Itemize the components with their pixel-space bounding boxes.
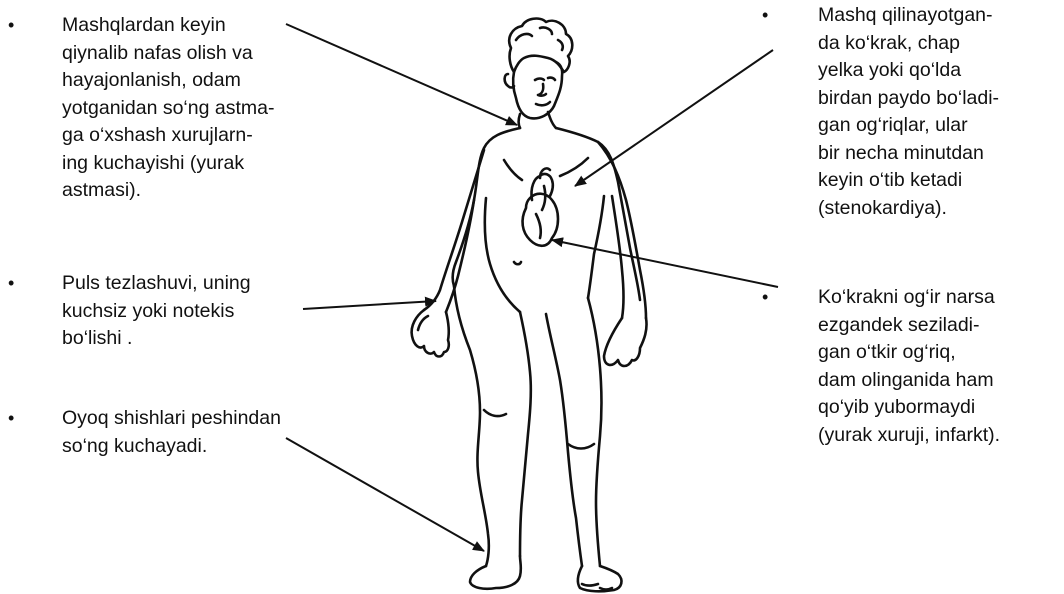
callout-line: yelka yoki qo‘lda <box>818 57 999 85</box>
callout-line: bo‘lishi . <box>62 325 251 353</box>
callout-line: ezgandek seziladi- <box>818 312 1000 340</box>
callout-line: (stenokardiya). <box>818 195 999 223</box>
callout-line: qiynalib nafas olish va <box>62 40 274 68</box>
left-leg <box>454 286 489 566</box>
callout-line: Mashqlardan keyin <box>62 12 274 40</box>
callout-line: bir necha minutdan <box>818 140 999 168</box>
callout-leg-swelling: • Oyoq shishlari peshindan so‘ng kuchaya… <box>8 405 281 460</box>
right-leg <box>546 314 582 566</box>
callout-line: hayajonlanish, odam <box>62 67 274 95</box>
callout-line: Oyoq shishlari peshindan <box>62 405 281 433</box>
pointer-arrow-angina <box>575 50 773 186</box>
callout-line: Mashq qilinayotgan- <box>818 2 999 30</box>
callout-line: (yurak xuruji, infarkt). <box>818 422 1000 450</box>
callout-line: gan o‘tkir og‘riq, <box>818 339 1000 367</box>
callout-line: dam olinganida ham <box>818 367 1000 395</box>
callout-pulse: • Puls tezlashuvi, uning kuchsiz yoki no… <box>8 270 251 353</box>
callout-line: ing kuchayishi (yurak <box>62 150 274 178</box>
callout-line: so‘ng kuchayadi. <box>62 433 281 461</box>
callout-line: ga o‘xshash xurujlarn- <box>62 122 274 150</box>
pointer-arrow-swelling <box>286 438 484 551</box>
right-hand <box>604 318 647 366</box>
callout-line: kuchsiz yoki notekis <box>62 298 251 326</box>
callout-line: yotganidan so‘ng astma- <box>62 95 274 123</box>
callout-line: Ko‘krakni og‘ir narsa <box>818 284 1000 312</box>
callout-line: gan og‘riqlar, ular <box>818 112 999 140</box>
callout-heart-asthma: • Mashqlardan keyin qiynalib nafas olish… <box>8 12 274 205</box>
head-outline <box>513 62 562 118</box>
bullet-glyph: • <box>8 405 14 433</box>
pointer-arrow-infarct <box>552 240 778 287</box>
callout-line: astmasi). <box>62 177 274 205</box>
left-hand <box>412 310 449 357</box>
callout-line: qo‘yib yubormaydi <box>818 394 1000 422</box>
bullet-glyph: • <box>762 2 768 30</box>
pointer-arrow-asthma <box>286 24 517 125</box>
bullet-glyph: • <box>762 284 768 312</box>
bullet-glyph: • <box>8 270 14 298</box>
callout-line: keyin o‘tib ketadi <box>818 167 999 195</box>
pointer-arrow-pulse <box>303 301 436 309</box>
heart-illustration <box>523 168 558 245</box>
callout-line: Puls tezlashuvi, uning <box>62 270 251 298</box>
callout-line: birdan paydo bo‘ladi- <box>818 85 999 113</box>
callout-angina: • Mashq qilinayotgan- da ko‘krak, chap y… <box>762 2 999 222</box>
callout-infarct: • Ko‘krakni og‘ir narsa ezgandek sezilad… <box>762 284 1000 449</box>
bullet-glyph: • <box>8 12 14 40</box>
callout-line: da ko‘krak, chap <box>818 30 999 58</box>
belly <box>485 198 520 312</box>
left-foot <box>470 556 521 589</box>
